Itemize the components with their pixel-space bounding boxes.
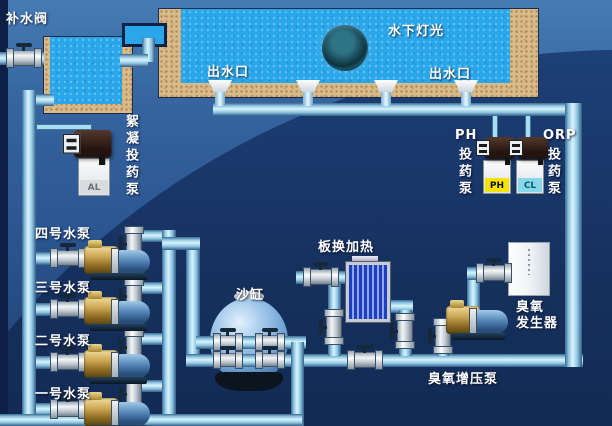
- pipe-outlet-manifold: [213, 103, 582, 116]
- ozone-generator-valve[interactable]: [476, 258, 512, 283]
- pump1-suction-valve[interactable]: [50, 394, 86, 419]
- filter-lower-left-valve[interactable]: [213, 346, 243, 369]
- hx-inlet-valve[interactable]: [303, 262, 339, 287]
- pipe-left-main: [22, 90, 36, 420]
- flocculant-dosing-pump[interactable]: [62, 130, 112, 165]
- ph-pump-label: 投药泵: [456, 147, 471, 198]
- ph-title: PH: [455, 128, 478, 143]
- pump1-label: 一号水泵: [35, 387, 92, 402]
- pool-outlet-fitting: [296, 80, 320, 106]
- pipe-header-link: [162, 237, 200, 250]
- ozone-generator[interactable]: [508, 242, 550, 296]
- pipe-header-a: [162, 230, 176, 426]
- left-edge-strip: [0, 0, 8, 426]
- sand-filter-label: 沙缸: [236, 288, 265, 303]
- pipe-filter-downcomer: [291, 342, 304, 426]
- pool-outlet-fitting: [374, 80, 398, 106]
- heat-exchanger[interactable]: [346, 262, 390, 322]
- hx-riser-valve[interactable]: [319, 312, 342, 342]
- ozone-booster-pump[interactable]: [446, 300, 508, 340]
- water-pump-4[interactable]: [84, 240, 150, 280]
- pipe-tank-outlet-stub: [30, 94, 54, 106]
- pipe-hx-outlet: [383, 300, 413, 313]
- bottom-main-valve[interactable]: [347, 345, 383, 370]
- sand-filter-cap: [234, 291, 264, 302]
- pipe-pool-to-tank-horizontal: [120, 54, 148, 67]
- flocculant-pump-label: 絮凝投药泵: [123, 114, 138, 199]
- pipe-ozone-discharge: [467, 278, 480, 308]
- pump2-label: 二号水泵: [35, 334, 92, 349]
- heat-exchanger-top-flange: [352, 256, 378, 263]
- pipe-header-b: [186, 237, 200, 367]
- underwater-light[interactable]: [322, 25, 368, 71]
- pipe-bottom-return: [0, 414, 302, 426]
- heat-exchanger-label: 板换加热: [318, 240, 375, 255]
- pump3-label: 三号水泵: [35, 281, 92, 296]
- cl-tank-label: CL: [523, 181, 537, 191]
- orp-dosing-pump[interactable]: [509, 137, 548, 165]
- outlet-label-left: 出水口: [207, 65, 250, 80]
- sand-filter-base: [215, 372, 283, 391]
- outlet-label-right: 出水口: [429, 67, 472, 82]
- ph-tank-label: PH: [489, 181, 505, 191]
- ozone-booster-label: 臭氧增压泵: [428, 372, 499, 387]
- pump2-suction-valve[interactable]: [50, 347, 86, 372]
- pipe-bottom-main: [186, 354, 583, 367]
- filter-upper-left-valve[interactable]: [213, 328, 243, 351]
- ozone-generator-label-1: 臭氧: [516, 300, 545, 315]
- flocculant-tank-label: AL: [87, 183, 101, 193]
- filter-upper-right-valve[interactable]: [255, 328, 285, 351]
- pipe-right-riser: [565, 103, 582, 367]
- water-pump-2[interactable]: [84, 344, 150, 384]
- hx-return-valve[interactable]: [390, 316, 413, 346]
- filter-lower-right-valve[interactable]: [255, 346, 285, 369]
- ozone-generator-label-2: 发生器: [516, 316, 559, 331]
- pump4-suction-valve[interactable]: [50, 243, 86, 268]
- pool-light-label: 水下灯光: [388, 24, 445, 39]
- pump3-suction-valve[interactable]: [50, 294, 86, 319]
- cl-tank: CL: [516, 160, 544, 194]
- pool-outlet-fitting: [454, 80, 478, 106]
- makeup-valve-label: 补水阀: [6, 12, 49, 27]
- ph-tank: PH: [483, 160, 511, 194]
- pipe-flocculant-line: [36, 124, 92, 130]
- skimmer-box: [122, 23, 167, 47]
- water-pump-3[interactable]: [84, 291, 150, 331]
- pump4-label: 四号水泵: [35, 227, 92, 242]
- water-pump-1[interactable]: [84, 392, 150, 426]
- orp-title: ORP: [543, 128, 577, 143]
- balance-tank-water: [50, 37, 122, 104]
- makeup-water-valve[interactable]: [6, 43, 42, 68]
- orp-pump-label: 投药泵: [545, 147, 560, 198]
- pool-outlet-fitting: [208, 80, 232, 106]
- ph-dosing-pump[interactable]: [476, 137, 515, 165]
